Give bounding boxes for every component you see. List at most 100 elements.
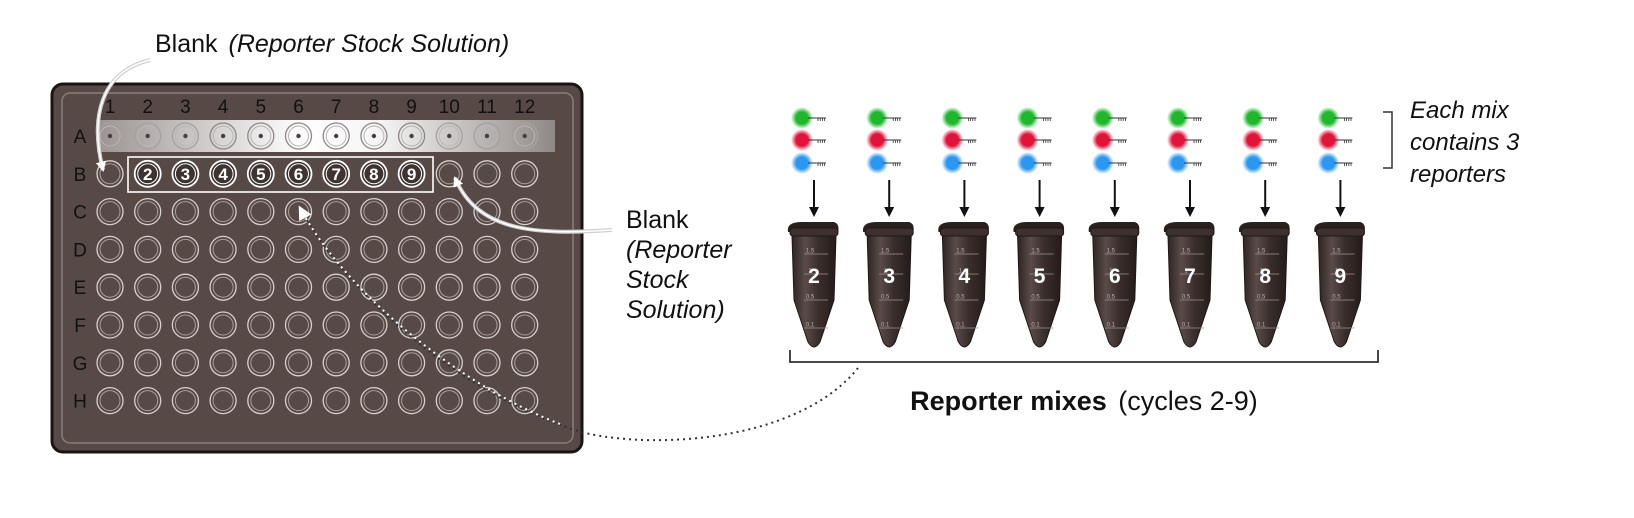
well [96, 273, 124, 301]
reporter-dot [1242, 152, 1278, 174]
well [209, 122, 237, 150]
well [247, 235, 275, 264]
tube-graduation: 0.5 [956, 295, 965, 301]
well [435, 349, 463, 377]
reporter-dot [1317, 129, 1353, 151]
well-number: 4 [218, 165, 228, 184]
well-number: 9 [407, 165, 416, 184]
well [397, 197, 426, 226]
well-number: 6 [294, 165, 303, 184]
reporter-dot [1016, 129, 1052, 151]
reporter-trio [1167, 107, 1202, 217]
well [96, 349, 124, 377]
well [473, 349, 501, 377]
well [360, 122, 388, 150]
tube-graduation: 1.5 [1257, 249, 1266, 255]
column-label: 5 [256, 97, 267, 118]
well [360, 311, 388, 339]
plate-row-b-selection-box [127, 156, 434, 193]
well [397, 311, 426, 339]
reporter-dot [866, 107, 902, 129]
well [511, 197, 539, 226]
well [360, 197, 388, 226]
well [209, 273, 237, 301]
well [96, 311, 124, 339]
reporter-trio [941, 107, 977, 217]
blank-right-arrow-overlay [453, 176, 613, 233]
well [511, 235, 539, 264]
well [360, 386, 388, 415]
tube-graduation: 0.5 [1257, 295, 1266, 301]
well [284, 349, 313, 377]
well [473, 122, 501, 150]
tube: 1.510.50.15 [1013, 222, 1065, 348]
tube-number: 7 [1184, 265, 1196, 288]
column-label: 6 [293, 97, 304, 118]
reporter-dot [941, 152, 977, 174]
mix-note-bracket [1383, 111, 1393, 169]
tube-graduation: 1.5 [806, 249, 815, 255]
reporter-dot [1091, 129, 1127, 151]
well [360, 349, 388, 377]
well [435, 122, 463, 150]
well [134, 311, 162, 339]
reporter-dot [1242, 107, 1278, 129]
well [171, 235, 200, 264]
well [209, 349, 237, 377]
blank-right-label: Blank (Reporter Stock Solution) [626, 206, 739, 324]
tube-number: 9 [1335, 265, 1347, 288]
blank-top-arrow-overlay [95, 59, 151, 173]
well: 4 [209, 159, 238, 188]
well [397, 235, 426, 264]
reporter-dot [1167, 152, 1202, 174]
well [473, 235, 501, 264]
well [134, 122, 162, 150]
mix-note-label: Each mix contains 3 reporters [1410, 97, 1526, 188]
well [284, 122, 313, 150]
tube-number: 3 [883, 265, 895, 288]
well [171, 311, 200, 339]
column-label: 10 [439, 97, 460, 118]
well [209, 235, 237, 264]
tube-graduation: 0.1 [1257, 323, 1266, 329]
well [360, 273, 388, 301]
tube: 1.510.50.17 [1163, 222, 1215, 348]
well [284, 235, 313, 264]
mixes-label: Reporter mixes (cycles 2-9) [910, 386, 1258, 416]
row-label: B [74, 165, 87, 186]
mixes-bracket [789, 350, 1379, 363]
well [247, 122, 275, 150]
well [171, 122, 200, 150]
well: 9 [397, 159, 426, 188]
reporter-dot [941, 107, 977, 129]
well-number: 3 [181, 165, 190, 184]
well [473, 160, 501, 188]
reporter-dot [1091, 152, 1127, 174]
well [209, 311, 237, 339]
reporter-dot [866, 129, 902, 151]
column-label: 9 [406, 97, 417, 118]
well: 6 [284, 159, 313, 188]
well: 7 [322, 159, 351, 188]
well: 3 [171, 159, 200, 188]
dotted-transfer-arrow [299, 207, 859, 442]
well [247, 349, 275, 377]
well [171, 349, 200, 377]
row-label: G [73, 354, 88, 375]
tube: 1.510.50.18 [1238, 222, 1290, 348]
well [473, 197, 501, 226]
column-label: 7 [331, 97, 342, 118]
well: 8 [359, 159, 388, 188]
well [397, 349, 426, 377]
well [322, 197, 350, 226]
reporter-trio [1091, 107, 1127, 217]
tube-graduation: 1.5 [1182, 249, 1191, 255]
tube-graduation: 1.5 [1031, 249, 1040, 255]
well [284, 386, 313, 415]
well [435, 160, 463, 188]
reporter-dot [1167, 129, 1202, 151]
reporter-dot [791, 129, 826, 151]
